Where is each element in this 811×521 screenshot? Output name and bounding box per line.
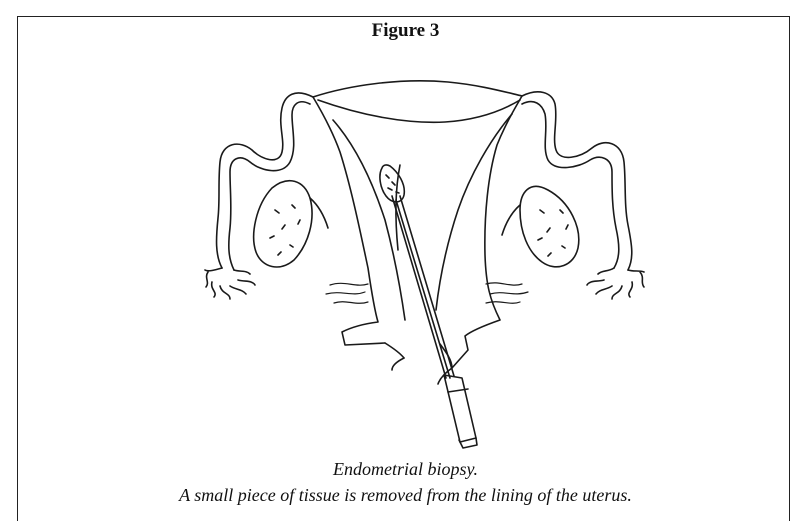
uterine-cavity-top [318, 100, 520, 122]
uterus-outline [313, 81, 522, 384]
right-fallopian-tube [522, 92, 644, 299]
caption-line-1: Endometrial biopsy. [0, 459, 811, 480]
left-fallopian-tube [205, 93, 313, 299]
caption-line-2: A small piece of tissue is removed from … [0, 485, 811, 506]
biopsy-instrument [380, 165, 477, 448]
left-ligament-squiggle [326, 283, 368, 303]
left-ovary [254, 181, 328, 267]
right-ovary [502, 186, 579, 266]
